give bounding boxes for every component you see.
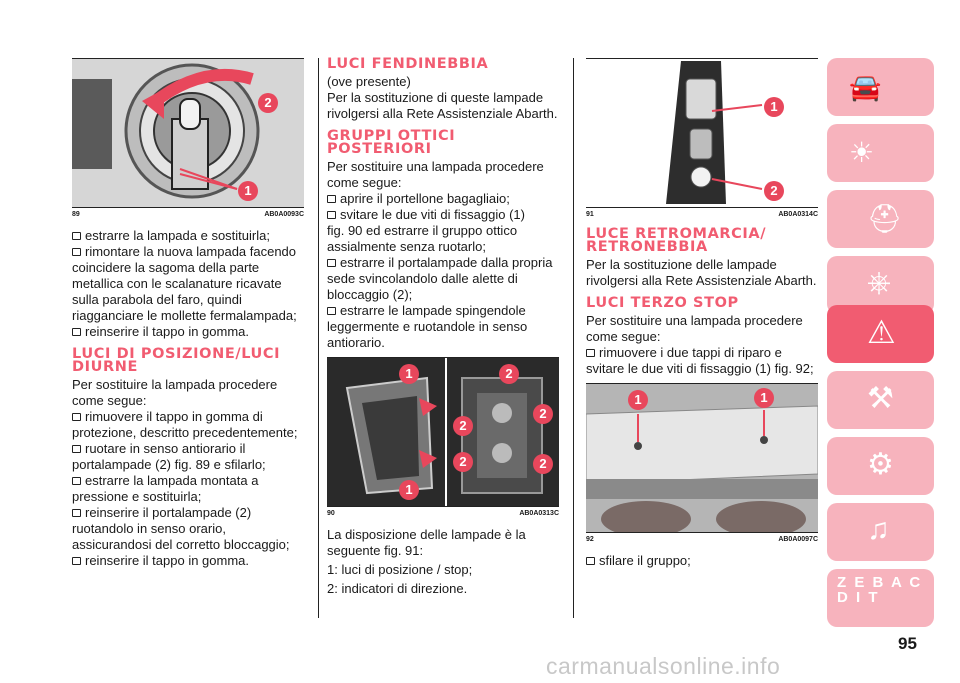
rear-lamp-cluster-illustration xyxy=(327,358,559,506)
tab-emergency[interactable]: ⚠ xyxy=(827,305,934,363)
callout-2: 2 xyxy=(533,454,553,474)
paragraph: La disposizione delle lampade è la segue… xyxy=(327,527,526,558)
column-3: 1 2 91 AB0A0314C LUCE RETROMARCIA/ RETRO… xyxy=(586,58,818,569)
page-number: 95 xyxy=(898,634,917,653)
airbag-seat-icon: ⛑ xyxy=(867,203,903,234)
legend-item: 2: indicatori di direzione. xyxy=(327,581,468,596)
headlamp-bulb-illustration xyxy=(72,59,304,207)
bullet: svitare le due viti di fissaggio (1) xyxy=(327,207,559,223)
column-1: 2 1 89 AB0A0093C estrarre la lampada e s… xyxy=(72,58,304,569)
car-info-icon: 🚘 xyxy=(849,72,882,102)
figure-code: AB0A0313C xyxy=(519,510,559,517)
tab-index[interactable]: Z E B A C D I T xyxy=(827,569,934,627)
specs-gears-icon: ⚙ xyxy=(867,448,894,481)
paragraph: Per la sostituzione delle lampade rivolg… xyxy=(586,257,817,288)
callout-2: 2 xyxy=(453,416,473,436)
section-heading: GRUPPI OTTICI POSTERIORI xyxy=(327,128,456,157)
column-divider xyxy=(318,58,319,618)
bullet: rimuovere il tappo in gomma di protezion… xyxy=(72,409,304,441)
callout-2: 2 xyxy=(533,404,553,424)
figure-number: 90 xyxy=(327,510,335,517)
callout-2: 2 xyxy=(764,181,784,201)
column-divider xyxy=(573,58,574,618)
legend-item: 1: luci di posizione / stop; xyxy=(327,562,473,577)
figure-code: AB0A0097C xyxy=(778,536,818,543)
third-stop-light-illustration xyxy=(586,384,818,532)
section-heading: LUCI DI POSIZIONE/LUCI DIURNE xyxy=(72,346,281,375)
callout-1: 1 xyxy=(754,388,774,408)
callout-1: 1 xyxy=(764,97,784,117)
figure-caption: 91 AB0A0314C xyxy=(586,211,818,218)
callout-1: 1 xyxy=(399,480,419,500)
section-heading: LUCI TERZO STOP xyxy=(586,295,739,311)
bullet: rimuovere i due tappi di riparo e svitar… xyxy=(586,345,818,377)
tab-technical-data[interactable]: ⚙ xyxy=(827,437,934,495)
index-letters-icon: Z E B A C D I T xyxy=(837,574,923,606)
figure-number: 91 xyxy=(586,211,594,218)
tab-warning-lights[interactable]: ☀ xyxy=(827,124,934,182)
figure-number: 92 xyxy=(586,536,594,543)
subheading-note: (ove presente) xyxy=(327,74,411,89)
bullet: ruotare in senso antiorario il portalamp… xyxy=(72,441,304,473)
bullet: reinserire il tappo in gomma. xyxy=(72,553,304,569)
paragraph: Per sostituire la lampada procedere come… xyxy=(72,377,278,408)
bullet: reinserire il tappo in gomma. xyxy=(72,324,304,340)
figure-caption: 92 AB0A0097C xyxy=(586,536,818,543)
callout-1: 1 xyxy=(238,181,258,201)
bullet: estrarre il portalampade dalla propria s… xyxy=(327,255,559,303)
figure-caption: 90 AB0A0313C xyxy=(327,510,559,517)
bullet: estrarre le lampade spingendole leggerme… xyxy=(327,303,559,351)
warning-lights-icon: ☀ xyxy=(849,137,875,168)
callout-1: 1 xyxy=(628,390,648,410)
callout-2: 2 xyxy=(453,452,473,472)
column-2: LUCI FENDINEBBIA (ove presente) Per la s… xyxy=(327,56,559,597)
bullet: reinserire il portalampade (2) ruotandol… xyxy=(72,505,304,553)
paragraph: Per la sostituzione di queste lampade ri… xyxy=(327,90,558,121)
figure-92: 1 1 xyxy=(586,383,818,533)
emergency-triangle-icon: ⚠ xyxy=(867,314,896,350)
paragraph: Per sostituire una lampada procedere com… xyxy=(586,313,803,344)
section-heading: LUCI FENDINEBBIA xyxy=(327,56,489,72)
multimedia-icon: ♫ xyxy=(867,513,890,546)
service-tools-icon: ⚒ xyxy=(867,382,894,415)
bullet: estrarre la lampada montata a pressione … xyxy=(72,473,304,505)
tab-safety[interactable]: ⛑ xyxy=(827,190,934,248)
bullet: aprire il portellone bagagliaio; xyxy=(327,191,559,207)
paragraph: fig. 90 ed estrarre il gruppo ottico ass… xyxy=(327,223,518,254)
tab-driving[interactable]: ⎈ xyxy=(827,256,934,314)
figure-code: AB0A0093C xyxy=(264,211,304,218)
callout-1: 1 xyxy=(399,364,419,384)
section-heading: LUCE RETROMARCIA/ RETRONEBBIA xyxy=(586,226,767,255)
tab-multimedia[interactable]: ♫ xyxy=(827,503,934,561)
figure-91: 1 2 xyxy=(586,58,818,208)
callout-2: 2 xyxy=(258,93,278,113)
bullet: sfilare il gruppo; xyxy=(586,553,818,569)
tab-car-info[interactable]: 🚘 xyxy=(827,58,934,116)
figure-code: AB0A0314C xyxy=(778,211,818,218)
bullet: rimontare la nuova lampada facendo coinc… xyxy=(72,244,304,324)
callout-2: 2 xyxy=(499,364,519,384)
steering-key-icon: ⎈ xyxy=(867,266,891,299)
figure-89: 2 1 xyxy=(72,58,304,208)
figure-number: 89 xyxy=(72,211,80,218)
figure-90: 1 1 2 2 2 2 2 xyxy=(327,357,559,507)
figure-caption: 89 AB0A0093C xyxy=(72,211,304,218)
lamp-holder-illustration xyxy=(586,59,818,207)
watermark: carmanualsonline.info xyxy=(546,653,781,679)
bullet: estrarre la lampada e sostituirla; xyxy=(72,228,304,244)
paragraph: Per sostituire una lampada procedere com… xyxy=(327,159,544,190)
tab-maintenance[interactable]: ⚒ xyxy=(827,371,934,429)
